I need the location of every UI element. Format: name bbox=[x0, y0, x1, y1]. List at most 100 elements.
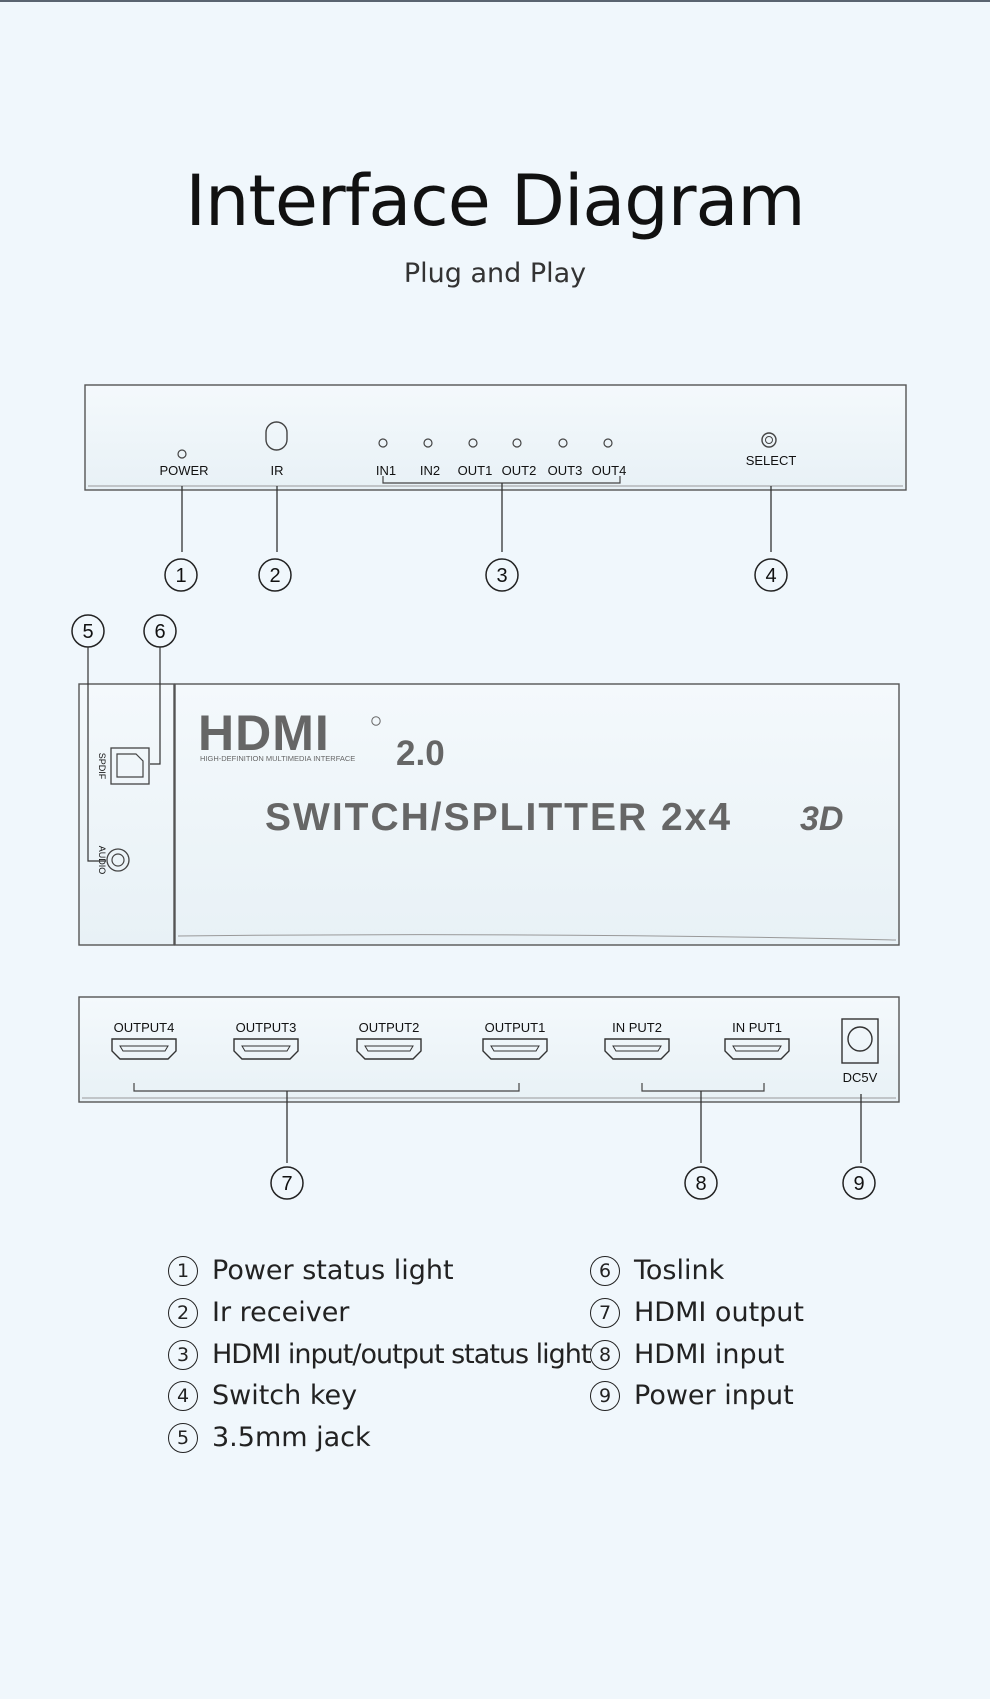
hdmi-port-inner bbox=[612, 1045, 662, 1052]
callout-4: 4 bbox=[754, 558, 788, 592]
in2-label: IN2 bbox=[420, 463, 440, 478]
callout-3: 3 bbox=[485, 558, 519, 592]
led-out2-icon bbox=[512, 438, 522, 448]
port-input2: IN PUT2 bbox=[604, 1020, 670, 1060]
side-panel bbox=[78, 683, 175, 946]
hdmi-port-inner bbox=[490, 1045, 540, 1052]
spdif-label: SPDIF bbox=[97, 753, 107, 780]
toslink-port-icon bbox=[110, 747, 150, 785]
callout-number: 4 bbox=[765, 565, 776, 587]
hdmi-logo: HDMI HIGH-DEFINITION MULTIMEDIA INTERFAC… bbox=[198, 705, 381, 763]
top-face-edge bbox=[177, 934, 897, 941]
page-title: Interface Diagram bbox=[185, 160, 805, 242]
power-label: POWER bbox=[159, 463, 208, 478]
port-output3: OUTPUT3 bbox=[233, 1020, 299, 1060]
callout-1: 1 bbox=[164, 558, 198, 592]
callout-circle bbox=[684, 1166, 718, 1200]
callout-number: 7 bbox=[281, 1173, 292, 1195]
led-out4-icon bbox=[603, 438, 613, 448]
back-panel: OUTPUT4 OUTPUT3 OUTPUT2 OUTPUT1 IN PUT2 bbox=[78, 996, 900, 1200]
callout-circle bbox=[842, 1166, 876, 1200]
callout-9: 9 bbox=[842, 1166, 876, 1200]
hdmi-port-icon bbox=[233, 1038, 299, 1060]
hdmi-port-inner bbox=[732, 1045, 782, 1052]
port-label: IN PUT1 bbox=[732, 1020, 782, 1035]
led-out3-icon bbox=[558, 438, 568, 448]
in1-label: IN1 bbox=[376, 463, 396, 478]
callout-number: 3 bbox=[496, 565, 507, 587]
out4-label: OUT4 bbox=[592, 463, 627, 478]
callout-circle bbox=[258, 558, 292, 592]
output-bracket bbox=[133, 1083, 520, 1092]
port-output2: OUTPUT2 bbox=[356, 1020, 422, 1060]
power-led-icon bbox=[177, 449, 187, 459]
hdmi-port-inner bbox=[364, 1045, 414, 1052]
callout-7: 7 bbox=[270, 1166, 304, 1200]
port-input1: IN PUT1 bbox=[724, 1020, 790, 1060]
callout-circle bbox=[485, 558, 519, 592]
port-output4: OUTPUT4 bbox=[111, 1020, 177, 1060]
callout-circle bbox=[164, 558, 198, 592]
callout-5: 5 bbox=[71, 614, 105, 648]
dc-power-port: DC5V bbox=[841, 1018, 879, 1085]
port-label: OUTPUT4 bbox=[114, 1020, 175, 1035]
select-label: SELECT bbox=[746, 453, 797, 468]
out2-label: OUT2 bbox=[502, 463, 537, 478]
out3-label: OUT3 bbox=[548, 463, 583, 478]
callout-number: 8 bbox=[695, 1173, 706, 1195]
dc-port-housing bbox=[841, 1018, 879, 1064]
dc-label: DC5V bbox=[843, 1070, 878, 1085]
callout-circle bbox=[754, 558, 788, 592]
hdmi-logo-text: HDMI bbox=[198, 705, 330, 761]
toslink-port-inner bbox=[116, 753, 144, 778]
callout-number: 1 bbox=[175, 565, 186, 587]
hdmi-port-inner bbox=[241, 1045, 291, 1052]
hdmi-port-icon bbox=[482, 1038, 548, 1060]
led-in2-icon bbox=[423, 438, 433, 448]
select-button-icon bbox=[761, 432, 777, 448]
ir-window-icon bbox=[265, 421, 288, 451]
port-label: OUTPUT1 bbox=[485, 1020, 546, 1035]
registered-mark-icon bbox=[371, 716, 381, 726]
callout-number: 6 bbox=[154, 621, 165, 643]
hdmi-port-icon bbox=[604, 1038, 670, 1060]
product-name: SWITCH/SPLITTER 2x4 bbox=[265, 796, 732, 839]
audio-jack-icon bbox=[106, 848, 130, 872]
led-out1-icon bbox=[468, 438, 478, 448]
ir-label: IR bbox=[271, 463, 284, 478]
port-label: OUTPUT2 bbox=[359, 1020, 420, 1035]
select-button-inner bbox=[765, 436, 773, 444]
leader-6 bbox=[150, 647, 161, 765]
3d-badge-icon: 3D bbox=[800, 800, 843, 838]
hdmi-tagline: HIGH-DEFINITION MULTIMEDIA INTERFACE bbox=[200, 754, 355, 763]
port-label: IN PUT2 bbox=[612, 1020, 662, 1035]
leader-5 bbox=[87, 647, 106, 862]
hdmi-port-inner bbox=[119, 1045, 169, 1052]
callout-number: 5 bbox=[82, 621, 93, 643]
callout-8: 8 bbox=[684, 1166, 718, 1200]
dc-jack-icon bbox=[847, 1026, 873, 1052]
page-subtitle: Plug and Play bbox=[403, 258, 587, 289]
hdmi-port-icon bbox=[111, 1038, 177, 1060]
callout-number: 9 bbox=[853, 1173, 864, 1195]
callout-6: 6 bbox=[143, 614, 177, 648]
hdmi-port-icon bbox=[724, 1038, 790, 1060]
front-panel: POWER IR IN1 IN2 OUT1 OUT2 OUT3 OUT4 SE bbox=[84, 384, 907, 592]
input-bracket bbox=[641, 1083, 765, 1092]
port-output1: OUTPUT1 bbox=[482, 1020, 548, 1060]
top-divider bbox=[0, 0, 990, 2]
front-panel-body bbox=[84, 384, 907, 491]
out1-label: OUT1 bbox=[458, 463, 493, 478]
version-text: 2.0 bbox=[396, 734, 445, 773]
callout-number: 2 bbox=[269, 565, 280, 587]
top-view: 5 6 SPDIF AUDIO HDMI HIGH-DEFI bbox=[71, 614, 900, 946]
status-leds: IN1 IN2 OUT1 OUT2 OUT3 OUT4 bbox=[376, 438, 627, 484]
top-face bbox=[174, 683, 900, 946]
callout-2: 2 bbox=[258, 558, 292, 592]
led-in1-icon bbox=[378, 438, 388, 448]
callout-circle bbox=[270, 1166, 304, 1200]
back-panel-body bbox=[78, 996, 900, 1103]
port-label: OUTPUT3 bbox=[236, 1020, 297, 1035]
